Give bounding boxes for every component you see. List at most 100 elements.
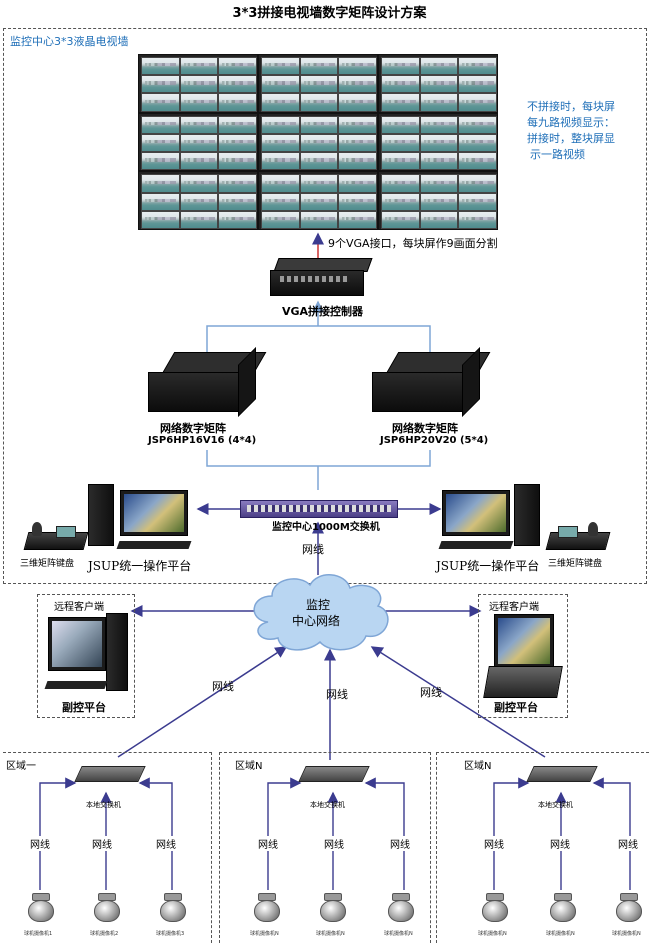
wall-note-line-1: 不拼接时，每块屏 [527, 100, 615, 113]
dome-camera-icon [28, 900, 54, 922]
dome-camera-icon [482, 900, 508, 922]
remote-right-laptop-base [483, 666, 563, 698]
wall-subview [179, 57, 219, 76]
wall-subview [141, 174, 180, 193]
dome-camera-icon [94, 900, 120, 922]
wall-subview [141, 57, 180, 76]
matrix-left-name: 网络数字矩阵 [160, 422, 226, 435]
wall-screen-1 [138, 54, 258, 113]
wall-subview [179, 152, 219, 171]
network-cloud [253, 574, 389, 651]
vga-note: 9个VGA接口，每块屏作9画面分割 [328, 237, 498, 250]
wall-subview [261, 57, 300, 76]
wall-subview [299, 174, 339, 193]
camera-label: 球机摄像机2 [90, 931, 119, 937]
camera-label: 球机摄像机N [612, 931, 641, 937]
wall-subview [419, 93, 459, 112]
wall-subview [261, 115, 300, 134]
diagram-title: 3*3拼接电视墙数字矩阵设计方案 [232, 6, 427, 21]
wall-subview [381, 115, 420, 134]
camera-label: 球机摄像机3 [156, 931, 185, 937]
local-switch-device-1 [74, 766, 146, 782]
remote-right-laptop-screen [494, 614, 554, 668]
wall-subview [381, 152, 420, 171]
wire-label: 网线 [92, 836, 112, 851]
wall-subview [261, 133, 300, 153]
wall-subview [299, 152, 339, 171]
wire-label: 网线 [390, 836, 410, 851]
wall-subview [419, 174, 459, 193]
wall-subview [261, 93, 300, 112]
region-name-3: 区域N [464, 761, 492, 772]
wall-subview [381, 210, 420, 229]
wire-label: 网线 [30, 836, 50, 851]
wire-label: 网线 [156, 836, 176, 851]
wall-subview [218, 75, 257, 94]
right-pc-tower [514, 484, 540, 546]
wall-subview [218, 152, 257, 171]
wall-subview [299, 115, 339, 134]
local-switch-label-2: 本地交换机 [310, 801, 345, 809]
wall-subview [141, 115, 180, 134]
wall-subview [338, 174, 377, 193]
dome-camera-icon [616, 900, 642, 922]
dome-camera-icon [160, 900, 186, 922]
remote-left-monitor [48, 617, 106, 671]
wall-subview [261, 174, 300, 193]
remote-right-frame [478, 594, 568, 718]
wire-label-region-1: 网线 [212, 680, 234, 693]
wall-screen-3 [378, 54, 498, 113]
wall-subview [458, 174, 497, 193]
video-wall [138, 54, 498, 230]
left-keyboard-label: 三维矩阵键盘 [20, 559, 75, 569]
wall-subview [179, 174, 219, 193]
wall-subview [261, 75, 300, 94]
dome-camera-icon [320, 900, 346, 922]
wall-subview [299, 57, 339, 76]
remote-right-bottom-label: 副控平台 [494, 701, 538, 714]
wall-subview [419, 210, 459, 229]
wall-subview [218, 174, 257, 193]
wall-subview [141, 133, 180, 153]
local-switch-label-3: 本地交换机 [538, 801, 573, 809]
wall-subview [338, 152, 377, 171]
wall-subview [458, 75, 497, 94]
wall-subview [299, 133, 339, 153]
vga-controller-device [270, 258, 373, 296]
wall-screen-7 [138, 171, 258, 230]
remote-left-top-label: 远程客户端 [54, 602, 104, 613]
wall-subview [458, 210, 497, 229]
wall-subview [261, 192, 300, 211]
wall-subview [338, 57, 377, 76]
cloud-label-line-2: 中心网络 [292, 614, 341, 628]
wall-subview [381, 93, 420, 112]
local-switch-device-3 [526, 766, 598, 782]
wall-screen-6 [378, 112, 498, 172]
region-frame-3 [436, 752, 649, 943]
wall-subview [141, 152, 180, 171]
wall-screen-9 [378, 171, 498, 230]
wall-subview [218, 210, 257, 229]
wall-subview [338, 115, 377, 134]
wire-label: 网线 [324, 836, 344, 851]
vga-controller-label: VGA拼接控制器 [282, 305, 364, 318]
wall-subview [381, 192, 420, 211]
wall-screen-4 [138, 112, 258, 172]
camera-label: 球机摄像机N [384, 931, 413, 937]
wall-subview [179, 115, 219, 134]
remote-left-frame [37, 594, 135, 718]
wall-subview [338, 133, 377, 153]
wall-subview [218, 133, 257, 153]
wire-label-region-2: 网线 [326, 688, 348, 701]
wall-subview [458, 57, 497, 76]
remote-left-keyboard [44, 681, 108, 689]
matrix-right-name: 网络数字矩阵 [392, 422, 458, 435]
wall-subview [419, 152, 459, 171]
region-frame-1 [3, 752, 212, 943]
wall-subview [458, 115, 497, 134]
dome-camera-icon [254, 900, 280, 922]
wire-label-region-3: 网线 [420, 686, 442, 699]
wall-subview [179, 192, 219, 211]
center-switch-device [240, 500, 398, 518]
wall-subview [338, 210, 377, 229]
